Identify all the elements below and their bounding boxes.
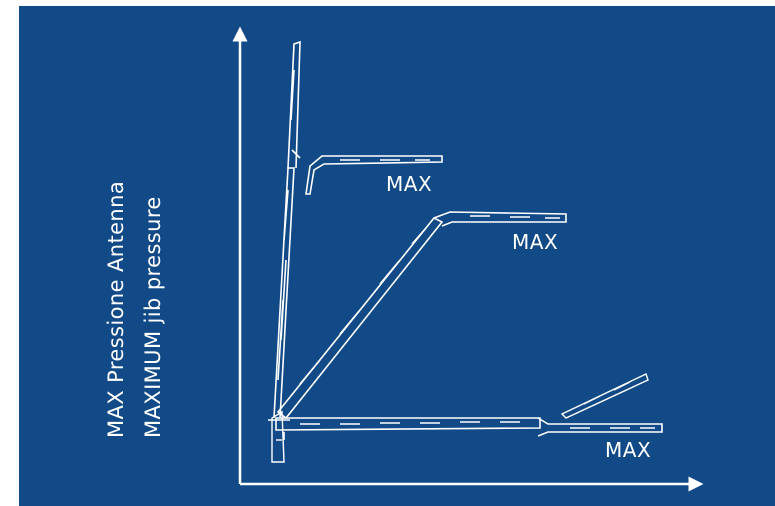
boom-diagonal [276,216,444,420]
jib-max-diagonal [433,211,567,227]
y-axis-label: MAX Pressione Antenna MAXIMUM jib pressu… [96,130,196,440]
y-axis-label-line2: MAXIMUM jib pressure [141,196,165,438]
max-label-vertical: MAX [386,172,433,196]
crane-base [268,410,290,463]
boom-vertical [273,40,301,419]
jib-max-horizontal [537,417,663,437]
max-label-horizontal: MAX [605,438,652,462]
jib-max-vertical [305,155,443,195]
max-label-diagonal: MAX [512,230,559,254]
boom-horizontal [275,417,541,440]
y-axis-label-line1: MAX Pressione Antenna [104,180,128,438]
jib-raised-horizontal [560,373,649,419]
